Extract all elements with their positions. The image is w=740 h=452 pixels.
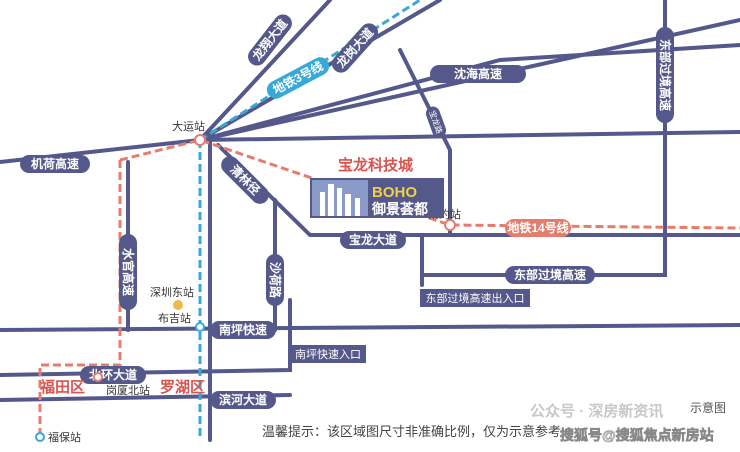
entrance-box-nanping (290, 345, 366, 363)
road-pill (430, 65, 526, 83)
district-luohu: 罗湖区 (160, 379, 205, 396)
project-name: 御景荟都 (371, 201, 428, 217)
road-pill (210, 391, 276, 409)
entrance-nanping-entry: 南坪快速入口 (295, 348, 361, 361)
watermark-official: 公众号 · 深房新资讯 (530, 402, 663, 420)
road-pill (210, 321, 276, 339)
road-pill (248, 14, 292, 66)
station-shenzhen-east: 深圳东站 (150, 285, 194, 299)
station-marker-nanyue (444, 219, 456, 231)
road-pill (656, 27, 674, 123)
project-area: 宝龙科技城 (338, 156, 413, 174)
schematic-label: 示意图 (690, 400, 726, 415)
road-label-shenhai: 沈海高速 (454, 66, 502, 81)
project-logo: BOHO (372, 184, 417, 201)
building-silhouettes (320, 184, 360, 216)
district-futian: 福田区 (39, 378, 85, 396)
station-fubao: 福保站 (48, 430, 81, 444)
road-label-shuiguan: 水官高速 (121, 248, 136, 296)
road-pill (505, 266, 595, 284)
station-marker-dayun (194, 134, 206, 146)
road-label-binhe: 滨河大道 (219, 392, 267, 407)
hoilong-road (398, 48, 452, 237)
station-marker-buji (195, 322, 205, 332)
longxiang-road (198, 0, 332, 142)
metro14-pill (505, 219, 571, 237)
metro-line-3-north (199, 0, 421, 142)
road-pill (425, 106, 447, 138)
watermark-sohu: 搜狐号@搜狐焦点新房站 (560, 427, 714, 443)
road-label-shahe: 沙荷路 (268, 262, 283, 299)
road-pill (340, 231, 406, 249)
road-label-baolong: 宝龙大道 (349, 232, 397, 247)
nanping-road (0, 323, 740, 332)
road-pill (119, 234, 137, 310)
road-label-metro14: 地铁14号线 (507, 220, 568, 235)
entrance-box-eastern (420, 289, 530, 307)
station-gangxia-north: 岗厦北站 (106, 383, 150, 397)
station-buji: 布吉站 (158, 311, 191, 325)
metro3-pill (266, 57, 330, 99)
station-marker-gangxia-north (93, 372, 103, 382)
road-label-eastern-border: 东部过境高速 (658, 39, 673, 111)
road-label-eastern-border-low: 东部过境高速 (514, 267, 586, 282)
station-marker-fubao (35, 432, 45, 442)
station-marker-shenzhen-east (173, 300, 183, 310)
station-dayun: 大运站 (172, 119, 205, 133)
road-label-nanping: 南坪快速 (219, 322, 267, 337)
disclaimer: 温馨提示：该区域图尺寸非准确比例，仅为示意参考 (262, 424, 561, 439)
road-pill (266, 254, 284, 306)
road-pill (331, 23, 379, 73)
road-pill (20, 155, 90, 173)
road-pill (221, 156, 269, 204)
entrance-eastern-exit: 东部过境高速出入口 (426, 291, 525, 305)
road-label-jihe: 机荷高速 (31, 156, 79, 171)
east-connector (198, 130, 740, 142)
stations: 大运站 南约站 深圳东站 布吉站 岗厦北站 福保站 (35, 119, 461, 444)
metro-line-14 (119, 138, 740, 230)
